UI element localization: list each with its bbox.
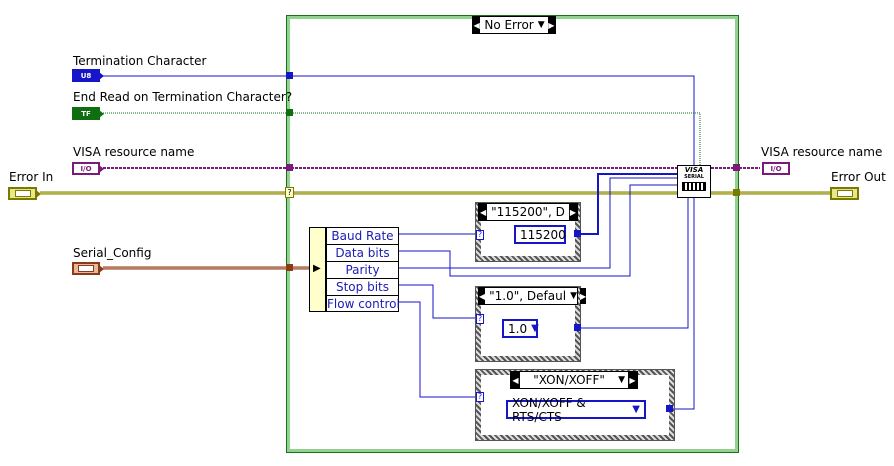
baud-rate-constant[interactable]: 115200 (514, 225, 566, 244)
flow-case-selector[interactable]: ◀ "XON/XOFF" ▼ ▶ (510, 371, 638, 389)
increment-arrow-icon[interactable]: ▶ (568, 204, 577, 220)
increment-arrow-icon[interactable]: ▶ (547, 17, 555, 33)
cluster-icon (78, 265, 94, 272)
flow-output-tunnel (666, 405, 673, 412)
increment-arrow-icon[interactable]: ▶ (628, 372, 637, 388)
field-stop-bits[interactable]: Stop bits (327, 279, 398, 296)
field-flow-control[interactable]: Flow control (327, 297, 400, 311)
visa-out-indicator[interactable]: I/O (762, 162, 790, 175)
selector-terminal-icon: ? (476, 392, 484, 402)
error-out-label: Error Out (831, 170, 886, 184)
terminal-arrow-icon (99, 265, 104, 273)
dropdown-arrow-icon[interactable]: ▼ (618, 375, 625, 385)
serial-config-tunnel (286, 264, 293, 271)
case-selector-label: No Error (484, 18, 534, 32)
io-tag: I/O (80, 164, 92, 173)
unbundle-by-name-node[interactable]: ▶ Baud Rate Data bits Parity Stop bits F… (309, 227, 400, 312)
termination-char-label: Termination Character (73, 54, 207, 68)
flow-control-constant[interactable]: XON/XOFF & RTS/CTS ▼ (506, 396, 646, 424)
flow-case-selector-label: "XON/XOFF" (533, 373, 605, 387)
stop-output-tunnel (574, 324, 581, 331)
decrement-arrow-icon[interactable]: ◀ (473, 17, 481, 33)
baud-case-selector-label: "115200", D (491, 205, 565, 219)
case-selector-terminal-icon: ? (285, 187, 294, 198)
visa-configure-serial-node[interactable]: VISA SERIAL (677, 165, 711, 198)
stop-case-selector[interactable]: ◀ "1.0", Defaul ▼ ▶ (478, 287, 587, 305)
end-read-label: End Read on Termination Character? (73, 90, 293, 104)
unbundle-input: ▶ (309, 227, 326, 312)
error-in-control[interactable] (8, 187, 41, 200)
error-out-indicator[interactable] (830, 187, 859, 200)
serial-port-icon (682, 182, 706, 191)
terminal-arrow-icon (99, 110, 104, 118)
termination-char-control[interactable]: U8 (72, 69, 104, 82)
ring-dropdown-icon[interactable]: ▼ (531, 323, 539, 334)
visa-in-control[interactable]: I/O (72, 162, 104, 175)
unbundle-fields: Baud Rate Data bits Parity Stop bits Flo… (326, 227, 400, 312)
stop-bits-constant[interactable]: 1.0 ▼ (502, 319, 539, 338)
ring-dropdown-icon[interactable]: ▼ (632, 404, 640, 415)
baud-output-tunnel (574, 230, 581, 237)
u8-tag: U8 (80, 71, 92, 80)
io-tag: I/O (770, 164, 782, 173)
flow-control-value: XON/XOFF & RTS/CTS (512, 395, 586, 424)
visa-node-title: VISA (684, 166, 704, 174)
serial-config-control[interactable] (72, 262, 104, 275)
field-parity[interactable]: Parity (327, 262, 398, 279)
terminal-arrow-icon (99, 72, 104, 80)
visa-out-tunnel (733, 164, 740, 171)
visa-out-label: VISA resource name (761, 145, 883, 159)
visa-node-subtitle: SERIAL (684, 174, 704, 180)
end-read-tunnel (286, 109, 293, 116)
dropdown-arrow-icon[interactable]: ▼ (570, 291, 577, 301)
decrement-arrow-icon[interactable]: ◀ (479, 288, 486, 304)
case-selector[interactable]: ◀ No Error ▼ ▶ (472, 16, 556, 34)
tf-tag: TF (81, 109, 91, 118)
cluster-icon (836, 190, 853, 197)
error-out-tunnel (733, 189, 740, 196)
increment-arrow-icon[interactable]: ▶ (579, 288, 587, 304)
selector-terminal-icon: ? (476, 314, 484, 324)
end-read-control[interactable]: TF (72, 107, 104, 120)
stop-case-selector-label: "1.0", Defaul (489, 289, 567, 303)
termination-tunnel (286, 72, 293, 79)
dropdown-arrow-icon[interactable]: ▼ (537, 20, 545, 30)
decrement-arrow-icon[interactable]: ◀ (511, 372, 520, 388)
cluster-icon (14, 190, 31, 197)
selector-terminal-icon: ? (476, 230, 484, 240)
field-data-bits[interactable]: Data bits (327, 245, 398, 262)
error-in-label: Error In (9, 170, 54, 184)
serial-config-label: Serial_Config (73, 246, 152, 260)
stop-bits-value: 1.0 (508, 321, 528, 336)
terminal-arrow-icon (36, 190, 41, 198)
baud-case-selector[interactable]: ◀ "115200", D ▶ (478, 203, 578, 221)
decrement-arrow-icon[interactable]: ◀ (479, 204, 488, 220)
arrow-right-icon: ▶ (313, 263, 321, 274)
visa-in-tunnel (286, 164, 293, 171)
terminal-arrow-icon (99, 165, 104, 173)
field-baud-rate[interactable]: Baud Rate (327, 228, 398, 245)
visa-in-label: VISA resource name (73, 145, 195, 159)
